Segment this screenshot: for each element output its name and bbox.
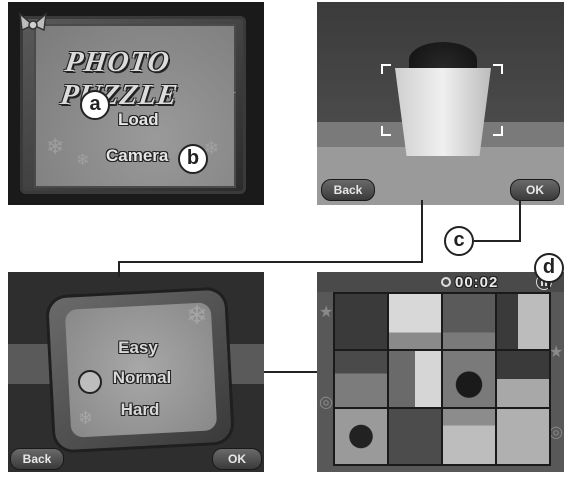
back-button[interactable]: Back [321, 179, 375, 201]
puzzle-tile[interactable] [443, 408, 495, 464]
ok-button[interactable]: OK [212, 448, 262, 470]
callout-c-connector [474, 240, 520, 242]
difficulty-screen: ❄ ❄ Easy Normal Hard Back OK [8, 272, 264, 472]
difficulty-easy[interactable]: Easy [118, 338, 158, 357]
puzzle-tile[interactable] [443, 294, 495, 350]
back-button[interactable]: Back [10, 448, 64, 470]
ribbon-bow-icon [19, 12, 47, 32]
star-icon: ★ [549, 344, 564, 361]
puzzle-tile[interactable] [389, 294, 441, 350]
snowflake-icon: ❄ [76, 152, 90, 169]
star-icon: ★ [223, 86, 238, 103]
puzzle-tile[interactable] [389, 351, 441, 407]
load-menu-item[interactable]: Load [118, 110, 159, 129]
puzzle-tile[interactable] [497, 294, 549, 350]
puzzle-tile[interactable] [389, 408, 441, 464]
flowerpot-photo [395, 68, 491, 156]
flow-connector [118, 261, 423, 263]
puzzle-top-bar [317, 272, 564, 292]
puzzle-grid[interactable] [333, 292, 551, 466]
puzzle-tile[interactable] [497, 408, 549, 464]
callout-c-connector [519, 200, 521, 242]
callout-b: b [178, 144, 208, 174]
camera-screen: Back OK [317, 2, 564, 205]
ok-button[interactable]: OK [510, 179, 560, 201]
callout-c: c [444, 226, 474, 256]
star-icon: ★ [319, 304, 334, 321]
camera-menu-item[interactable]: Camera [106, 146, 169, 165]
puzzle-tile[interactable] [335, 351, 387, 407]
puzzle-tile[interactable] [335, 294, 387, 350]
puzzle-tile[interactable] [335, 408, 387, 464]
timer-readout: 00:02 [455, 274, 499, 291]
focus-bracket [381, 64, 391, 74]
flow-connector [421, 200, 423, 262]
puzzle-tile[interactable] [497, 351, 549, 407]
callout-d-connector [548, 283, 550, 289]
spiral-icon: ◎ [549, 424, 563, 441]
flow-connector [118, 261, 120, 277]
flow-connector [264, 371, 317, 373]
focus-bracket [493, 64, 503, 74]
snowflake-icon: ❄ [78, 408, 94, 428]
title-screen: ❄ ❄ ❄ ★ ★ PHOTO PUZZLE Load Camera [8, 2, 264, 205]
callout-a: a [80, 90, 110, 120]
snowflake-icon: ❄ [186, 300, 208, 330]
timer-icon [441, 277, 451, 287]
snowflake-icon: ❄ [46, 134, 65, 159]
puzzle-tile[interactable] [443, 351, 495, 407]
focus-bracket [381, 126, 391, 136]
puzzle-screen: ★ ◎ ★ ◎ 00:02 [317, 272, 564, 472]
difficulty-hard[interactable]: Hard [120, 400, 160, 419]
callout-d: d [534, 253, 564, 283]
spiral-icon: ◎ [319, 394, 333, 411]
difficulty-normal[interactable]: Normal [112, 368, 172, 387]
star-icon: ★ [156, 42, 173, 62]
snowflake-icon: ❄ [204, 138, 220, 158]
focus-bracket [493, 126, 503, 136]
spiral-cursor-icon [78, 370, 102, 394]
